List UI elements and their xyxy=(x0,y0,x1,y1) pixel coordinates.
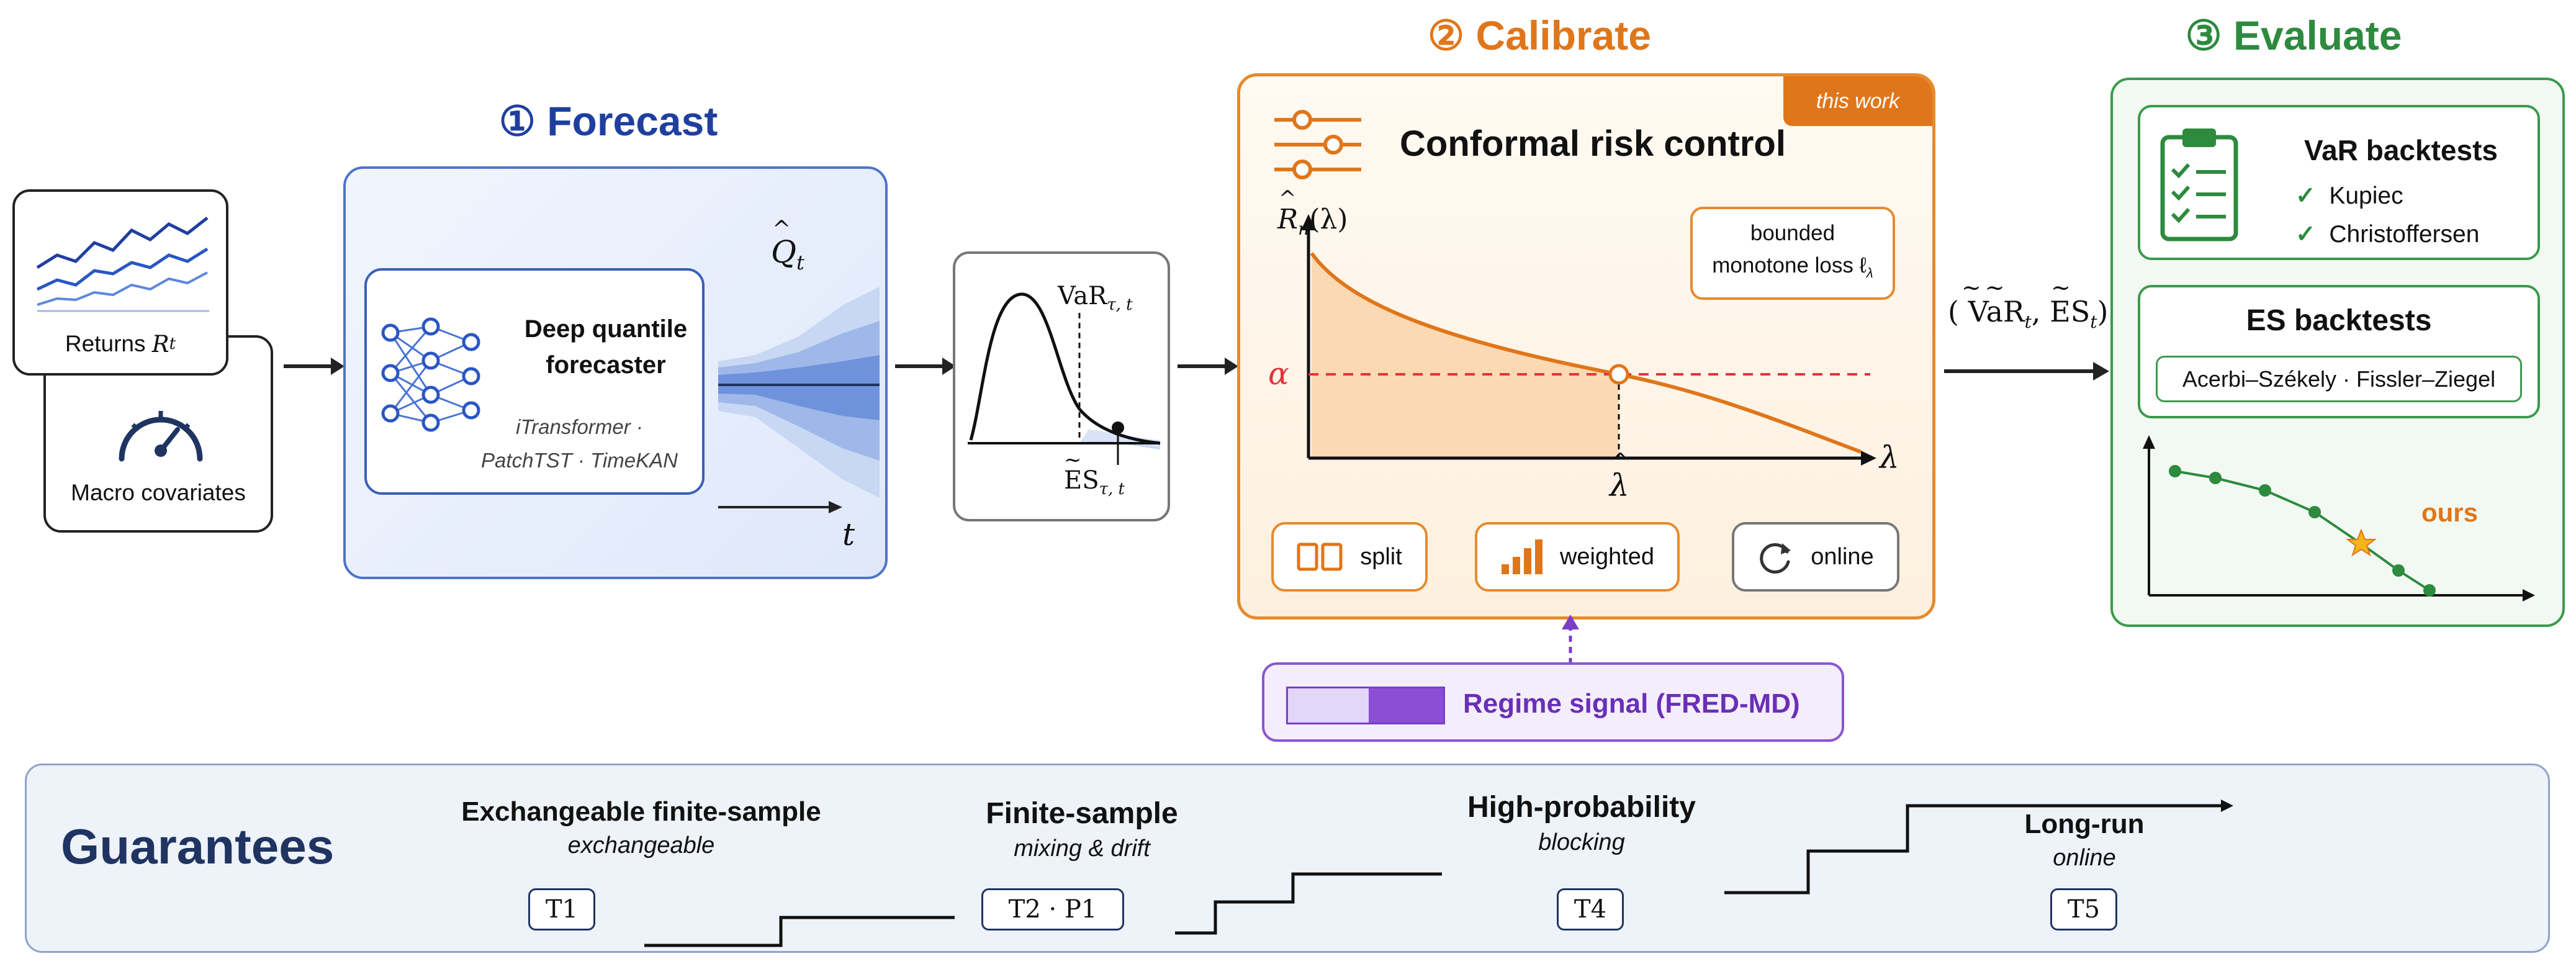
regime-label: Regime signal (FRED-MD) xyxy=(1463,688,1800,719)
es-tests-box: Acerbi–Székely · Fissler–Ziegel xyxy=(2156,356,2522,402)
time-axis-arrow xyxy=(718,501,842,513)
flow-arrow-4 xyxy=(1944,362,2109,381)
evaluate-title: ③ Evaluate xyxy=(2185,12,2402,58)
guarantee-tag-t4: T4 xyxy=(1557,888,1624,931)
calibrate-title: ② Calibrate xyxy=(1428,12,1651,58)
refresh-icon xyxy=(1760,543,1791,574)
var-test-kupiec: Kupiec xyxy=(2329,183,2403,209)
pair-es-sub: t xyxy=(2090,312,2097,333)
split-icon xyxy=(1297,543,1343,571)
returns-var: R xyxy=(151,330,169,358)
var-label: VaR xyxy=(1058,282,1107,310)
alpha-label: α xyxy=(1268,356,1289,392)
method-split-label: split xyxy=(1360,543,1402,570)
loss-line1: bounded xyxy=(1750,221,1835,245)
models-line1: iTransformer · xyxy=(516,415,643,438)
loss-line2: monotone loss ℓ xyxy=(1712,253,1867,277)
method-split-button[interactable]: split xyxy=(1271,522,1428,592)
pair-label: ( ~~ VaRt, ~ ESt) xyxy=(1948,274,2109,333)
pair-close: ) xyxy=(2097,295,2109,328)
q-sub: t xyxy=(796,251,804,274)
pair-var: VaR xyxy=(1968,295,2025,328)
regime-arrow xyxy=(1562,615,1579,664)
t-label: t xyxy=(842,516,855,552)
ours-label: ours xyxy=(2421,498,2479,527)
sliders-icon xyxy=(1274,110,1361,179)
var-sub: τ, t xyxy=(1107,295,1133,314)
frontier-scatter-plot xyxy=(2143,435,2535,602)
guarantee-tag-t1: T1 xyxy=(528,888,595,931)
guarantee-subtitle-t4: blocking xyxy=(1538,829,1625,855)
risk-y-sub: n xyxy=(1298,218,1310,239)
guarantee-tag-t2: T2 · P1 xyxy=(981,888,1124,931)
loss-box: bounded monotone loss ℓλ xyxy=(1690,207,1895,300)
check-icon: ✓ xyxy=(2295,183,2316,209)
es-label: ES xyxy=(1064,466,1099,495)
quantile-fan-chart xyxy=(718,287,880,498)
neural-network-icon xyxy=(381,317,480,432)
calibrate-panel: this work Conformal risk control bounded… xyxy=(1237,73,1935,620)
check-icon: ✓ xyxy=(2295,221,2316,248)
guarantee-title-t2: Finite-sample xyxy=(986,797,1178,830)
returns-sub: t xyxy=(169,335,176,353)
lambda-hat-label: λ xyxy=(1610,467,1629,503)
method-online-button[interactable]: online xyxy=(1732,522,1899,592)
flow-arrow-3 xyxy=(1178,358,1238,375)
tail-distribution-plot xyxy=(968,292,1161,465)
guarantee-subtitle-t2: mixing & drift xyxy=(1014,836,1150,862)
guarantee-staircase xyxy=(644,800,2233,947)
es-backtests-title: ES backtests xyxy=(2246,304,2432,337)
var-backtests-card: VaR backtests ✓ Kupiec ✓ Christoffersen xyxy=(2138,105,2540,260)
forecaster-card: Deep quantile forecaster iTransformer · … xyxy=(364,268,705,495)
es-tests-label: Acerbi–Székely · Fissler–Ziegel xyxy=(2182,366,2496,392)
evaluate-panel: VaR backtests ✓ Kupiec ✓ Christoffersen … xyxy=(2110,78,2565,627)
forecast-title: ① Forecast xyxy=(498,97,718,144)
calibrate-heading: Conformal risk control xyxy=(1400,124,1786,164)
var-test-christoffersen: Christoffersen xyxy=(2329,221,2480,248)
pair-sep: , xyxy=(2031,295,2050,328)
guarantee-title-t1: Exchangeable finite-sample xyxy=(461,796,821,827)
loss-sub: λ xyxy=(1866,265,1873,281)
guarantees-panel: Guarantees Exchangeable finite-sample ex… xyxy=(25,764,2550,953)
guarantee-subtitle-t1: exchangeable xyxy=(567,832,715,859)
models-line2: PatchTST · TimeKAN xyxy=(481,449,678,472)
guarantee-subtitle-t5: online xyxy=(2053,845,2116,871)
returns-label: Returns xyxy=(65,331,146,356)
method-weighted-label: weighted xyxy=(1559,543,1655,570)
guarantee-tag-t5: T5 xyxy=(2050,888,2117,931)
q-label: Q xyxy=(771,234,796,270)
guarantee-title-t4: High-probability xyxy=(1467,791,1696,824)
risk-curve-plot xyxy=(1301,214,1876,466)
star-icon xyxy=(2346,528,2377,557)
es-sub: τ, t xyxy=(1099,480,1125,498)
bar-chart-icon xyxy=(1501,539,1542,574)
this-work-ribbon: this work xyxy=(1783,76,1932,126)
risk-y-arg: (λ) xyxy=(1309,204,1348,235)
flow-arrow-1 xyxy=(284,358,345,375)
pair-es: ES xyxy=(2050,295,2091,328)
var-backtests-title: VaR backtests xyxy=(2304,134,2498,166)
forecaster-title-line1: Deep quantile xyxy=(524,315,688,343)
forecaster-title-line2: forecaster xyxy=(546,351,666,379)
macro-label: Macro covariates xyxy=(71,480,246,505)
es-backtests-card: ES backtests Acerbi–Székely · Fissler–Zi… xyxy=(2138,285,2540,418)
pair-open: ( xyxy=(1948,295,1959,328)
lambda-axis-label: λ xyxy=(1880,439,1899,475)
risk-y-label: R xyxy=(1277,204,1299,235)
flow-arrow-2 xyxy=(895,358,956,375)
pair-var-sub: t xyxy=(2024,312,2032,333)
clipboard-checklist-icon xyxy=(2160,128,2238,241)
guarantee-title-t5: Long-run xyxy=(2024,809,2145,839)
regime-bar xyxy=(1286,687,1445,724)
guarantees-title: Guarantees xyxy=(61,819,335,874)
forecast-panel: Deep quantile forecaster iTransformer · … xyxy=(343,166,888,579)
distribution-card: VaRτ, t ~ ESτ, t xyxy=(953,251,1170,521)
gauge-icon xyxy=(119,411,203,462)
method-weighted-button[interactable]: weighted xyxy=(1475,522,1680,592)
line-chart-icon xyxy=(36,217,209,312)
regime-signal-box: Regime signal (FRED-MD) xyxy=(1262,662,1844,742)
method-online-label: online xyxy=(1811,543,1874,570)
